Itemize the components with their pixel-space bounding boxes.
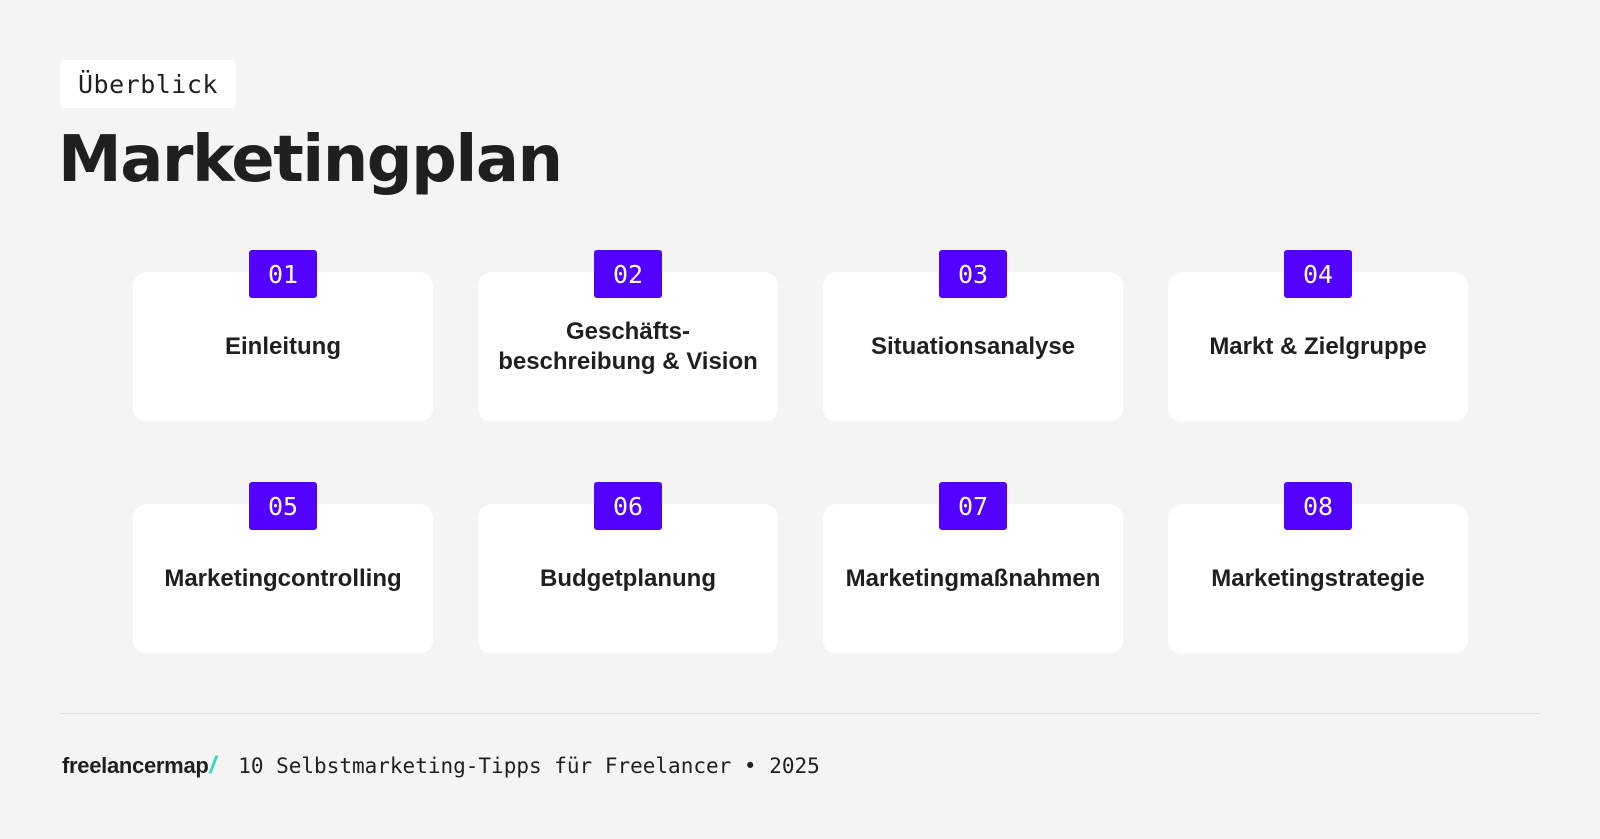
card-item-07: 07 Marketingmaßnahmen — [823, 482, 1123, 654]
footer-caption: 10 Selbstmarketing-Tipps für Freelancer … — [238, 754, 820, 778]
card-item-03: 03 Situationsanalyse — [823, 250, 1123, 422]
step-number-badge: 06 — [594, 482, 662, 530]
footer-divider — [60, 713, 1540, 714]
overview-tag: Überblick — [60, 60, 236, 108]
card-grid: 01 Einleitung 02 Geschäfts- beschreibung… — [133, 250, 1469, 656]
card-item-01: 01 Einleitung — [133, 250, 433, 422]
footer: freelancermap/ 10 Selbstmarketing-Tipps … — [62, 752, 820, 780]
card-item-08: 08 Marketingstrategie — [1168, 482, 1468, 654]
step-label: Geschäfts- beschreibung & Vision — [498, 318, 758, 375]
card-item-02: 02 Geschäfts- beschreibung & Vision — [478, 250, 778, 422]
step-card: Geschäfts- beschreibung & Vision — [478, 272, 778, 422]
step-label: Budgetplanung — [540, 565, 716, 592]
step-number-badge: 05 — [249, 482, 317, 530]
step-label: Marketingcontrolling — [164, 565, 402, 592]
card-item-06: 06 Budgetplanung — [478, 482, 778, 654]
step-number-badge: 03 — [939, 250, 1007, 298]
card-item-04: 04 Markt & Zielgruppe — [1168, 250, 1468, 422]
step-number-badge: 08 — [1284, 482, 1352, 530]
brand-logo: freelancermap/ — [62, 752, 216, 780]
step-number-badge: 07 — [939, 482, 1007, 530]
brand-slash-mark: / — [209, 752, 217, 779]
card-item-05: 05 Marketingcontrolling — [133, 482, 433, 654]
step-number-badge: 02 — [594, 250, 662, 298]
step-number-badge: 01 — [249, 250, 317, 298]
step-number-badge: 04 — [1284, 250, 1352, 298]
step-label: Marketingmaßnahmen — [845, 565, 1101, 592]
step-label: Markt & Zielgruppe — [1209, 333, 1427, 360]
step-label: Situationsanalyse — [870, 333, 1076, 360]
brand-name: freelancermap — [62, 753, 209, 778]
step-label: Marketingstrategie — [1211, 565, 1425, 592]
step-label: Einleitung — [225, 333, 341, 360]
page-title: Marketingplan — [58, 123, 563, 197]
